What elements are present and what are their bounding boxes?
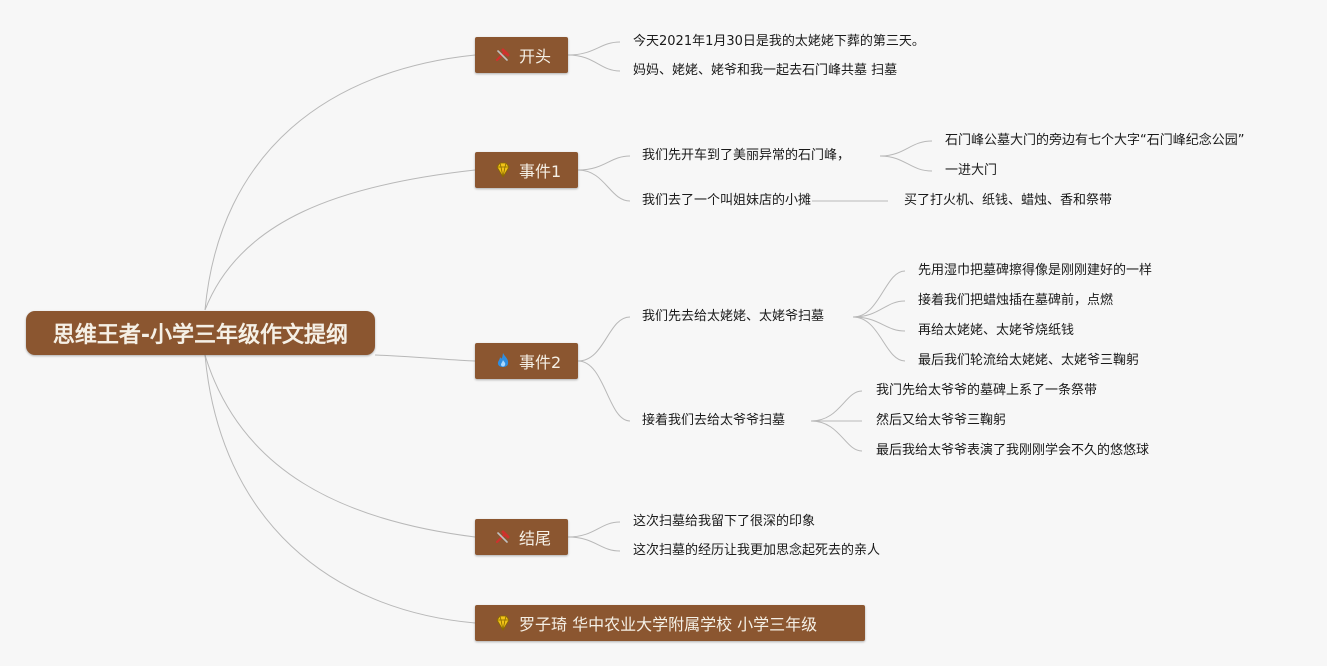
root-topic-label: 思维王者-小学三年级作文提纲 [52,323,349,348]
topic-event2-detail-4[interactable]: 最后我们轮流给太姥姥、太姥爷三鞠躬 [918,353,1140,368]
topic-event2-sub-1[interactable]: 我们先去给太姥姥、太姥爷扫墓 [642,309,825,324]
topic-event2-detail-6[interactable]: 然后又给太爷爷三鞠躬 [876,413,1007,428]
topic-event1-sub-1[interactable]: 我们先开车到了美丽异常的石门峰， [642,148,851,163]
branch-ending[interactable]: 结尾 [475,519,568,555]
connector-b2-sub0-leaf-0 [852,270,906,318]
gem-icon [496,162,510,178]
connector-b2-sub1-leaf-0 [810,390,863,422]
connector-b2-sub1-leaf-2 [810,420,863,452]
topic-event2-detail-3[interactable]: 再给太姥姥、太姥爷烧纸钱 [918,323,1075,338]
branch-ending-label: 结尾 [519,529,552,548]
connector-b2-sub0-leaf-1 [852,300,906,318]
connector-root-branch-3 [204,354,476,538]
branch-author-label: 罗子琦 华中农业大学附属学校 小学三年级 [519,615,818,634]
topic-event1-detail-3[interactable]: 买了打火机、纸钱、蜡烛、香和祭带 [904,193,1113,208]
topic-event1-sub-2[interactable]: 我们去了一个叫姐妹店的小摊 [642,193,812,208]
branch-event-2-label: 事件2 [519,353,562,372]
topic-event1-detail-1[interactable]: 石门峰公墓大门的旁边有七个大字“石门峰纪念公园” [945,133,1245,148]
branch-event-2[interactable]: 事件2 [475,343,578,379]
connector-b3-leaf-1 [567,536,621,552]
topic-opening-1[interactable]: 今天2021年1月30日是我的太姥姥下葬的第三天。 [633,34,925,49]
connector-b2-sub-1 [577,360,631,422]
connector-b3-leaf-0 [567,521,621,538]
topic-event2-detail-2[interactable]: 接着我们把蜡烛插在墓碑前，点燃 [918,293,1114,308]
hammer-icon [495,530,510,544]
connector-b2-sub-0 [577,316,631,362]
branch-opening[interactable]: 开头 [475,37,568,73]
topic-event2-detail-1[interactable]: 先用湿巾把墓碑擦得像是刚刚建好的一样 [918,263,1153,278]
flame-icon [497,353,509,367]
connector-b2-sub0-leaf-3 [852,316,906,362]
connector-root-branch-1 [204,169,476,311]
topic-event1-detail-2[interactable]: 一进大门 [945,163,998,178]
connector-b1-sub-0 [577,155,631,171]
connector-b2-sub0-leaf-2 [852,316,906,332]
topic-event2-detail-7[interactable]: 最后我给太爷爷表演了我刚刚学会不久的悠悠球 [876,443,1150,458]
connector-b1-sub0-leaf-0 [879,140,933,157]
branch-event-1-label: 事件1 [519,162,562,181]
root-topic[interactable]: 思维王者-小学三年级作文提纲 [26,311,375,355]
topic-opening-2[interactable]: 妈妈、姥姥、姥爷和我一起去石门峰共墓 扫墓 [633,63,898,78]
gem-icon [496,615,510,631]
topic-ending-2[interactable]: 这次扫墓的经历让我更加思念起死去的亲人 [633,543,881,558]
topic-event2-detail-5[interactable]: 我门先给太爷爷的墓碑上系了一条祭带 [876,383,1098,398]
connector-b1-sub-1 [577,169,631,202]
connector-root-branch-0 [204,54,476,311]
connector-b0-leaf-1 [567,54,621,72]
branch-opening-label: 开头 [519,47,552,66]
branch-event-1[interactable]: 事件1 [475,152,578,188]
topic-event2-sub-2[interactable]: 接着我们去给太爷爷扫墓 [642,413,786,428]
connector-b0-leaf-0 [567,41,621,56]
hammer-icon [495,48,510,62]
topic-ending-1[interactable]: 这次扫墓给我留下了很深的印象 [633,514,816,529]
connector-root-branch-4 [204,354,476,624]
connector-root-branch-2 [374,354,476,362]
connector-b1-sub0-leaf-1 [879,155,933,172]
branch-author[interactable]: 罗子琦 华中农业大学附属学校 小学三年级 [475,605,865,641]
